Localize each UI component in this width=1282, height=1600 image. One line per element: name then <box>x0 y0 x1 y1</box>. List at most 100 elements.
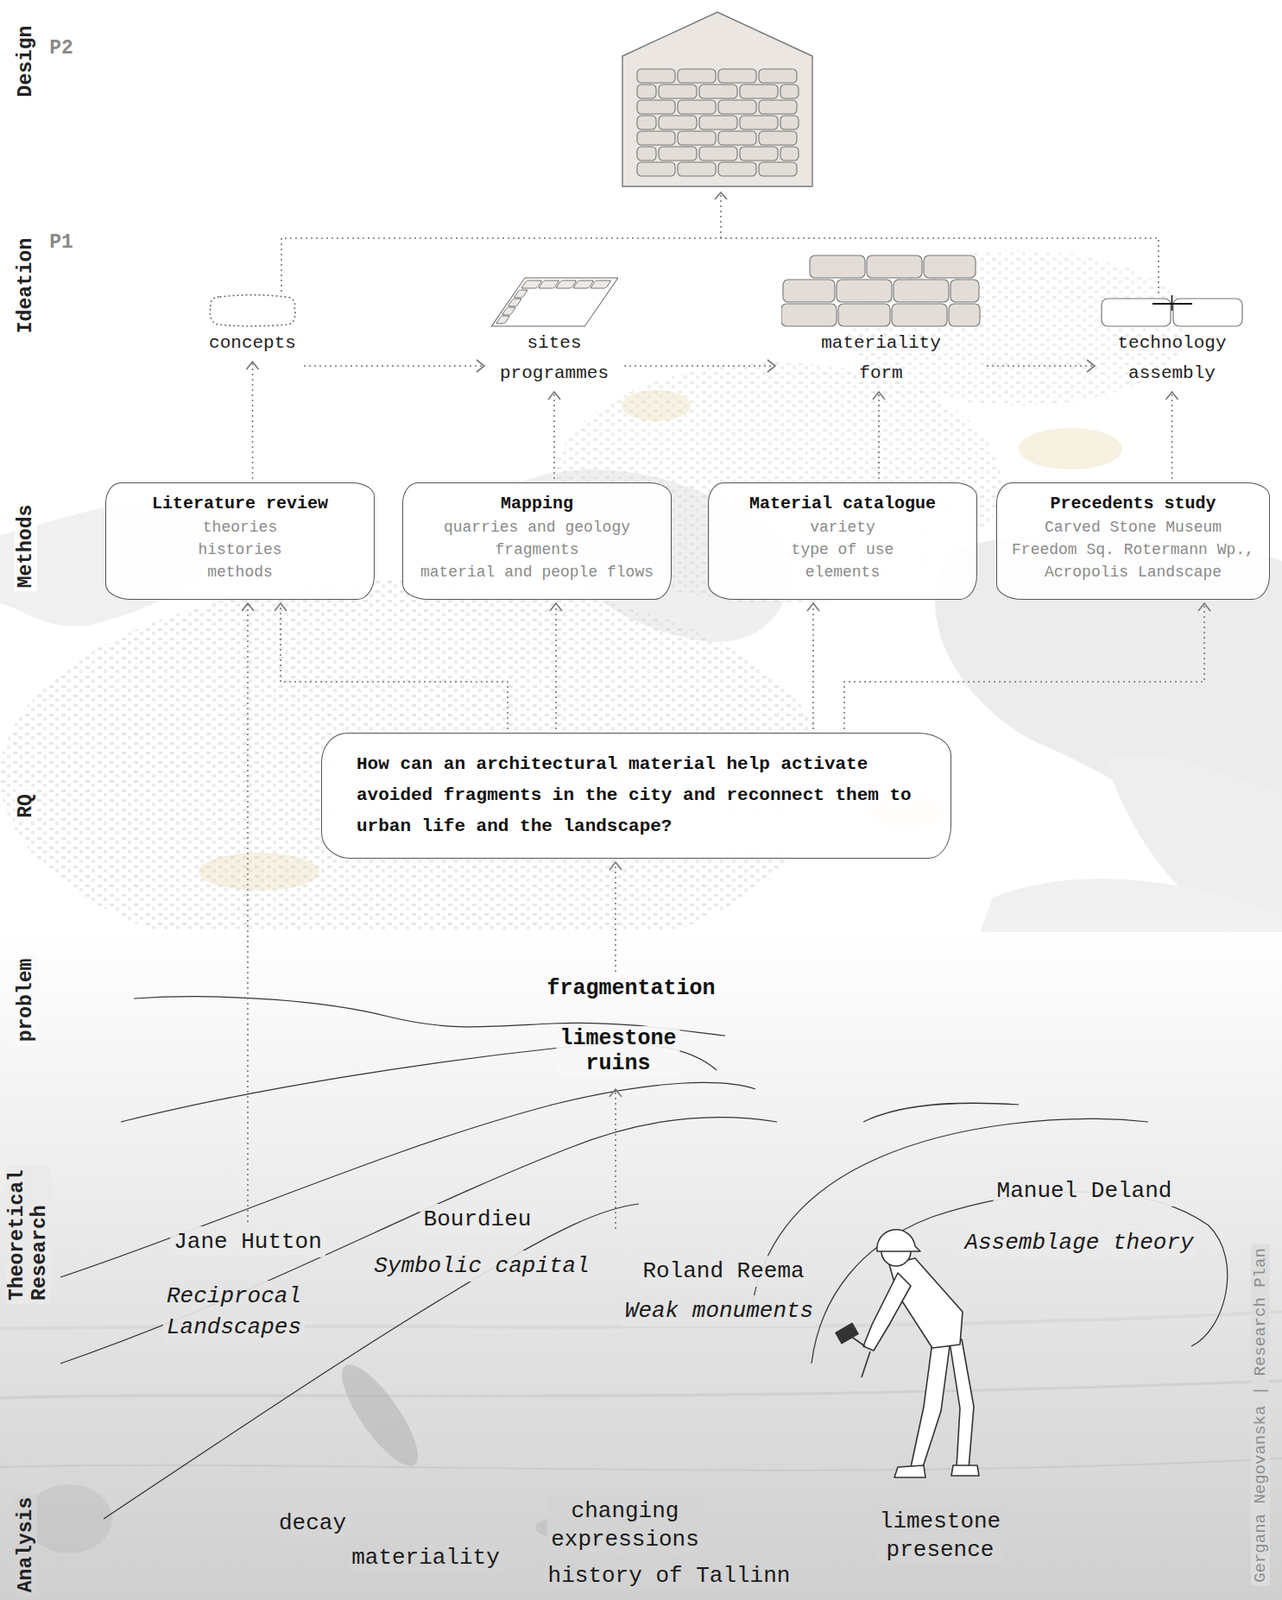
arrowhead <box>246 361 259 370</box>
connector-line <box>877 391 880 480</box>
analysis-topic: decay <box>275 1509 350 1539</box>
stone <box>677 69 716 83</box>
stone <box>513 290 528 298</box>
dotted-connector <box>246 361 259 480</box>
method-heading: Mapping <box>416 492 657 517</box>
connector-line <box>555 603 557 730</box>
connector-line <box>844 603 1205 730</box>
ideation-item: concepts <box>206 253 299 359</box>
stone <box>739 84 778 99</box>
stone <box>495 315 510 324</box>
method-heading: Literature review <box>119 492 360 517</box>
method-heading: Precedents study <box>1010 492 1256 517</box>
method-item: histories <box>119 538 360 562</box>
stage-number: P1 <box>45 231 77 254</box>
arrowhead <box>1198 603 1211 612</box>
connector-line <box>986 365 1095 367</box>
phase-label: Design <box>14 22 38 102</box>
item-label: programmes <box>489 358 619 389</box>
dotted-connector <box>549 603 563 730</box>
site-plan <box>491 277 619 327</box>
layout-arrows <box>241 603 622 1230</box>
arrowhead <box>609 1089 622 1098</box>
method-item: type of use <box>722 538 963 562</box>
dotted-connector <box>303 359 485 373</box>
arrowhead <box>548 391 561 400</box>
arrowhead <box>241 603 254 612</box>
phase-label: problem <box>14 955 38 1047</box>
dotted-connector <box>548 391 561 480</box>
stone <box>718 100 757 114</box>
method-box: Literature reviewtheorieshistoriesmethod… <box>105 482 375 600</box>
method-item: elements <box>722 561 963 584</box>
stone <box>893 279 949 303</box>
method-item: theories <box>119 516 360 539</box>
author-credit: Gergana Negovanska | Research Plan <box>1250 1244 1270 1587</box>
arrowhead <box>609 862 622 871</box>
stone <box>950 279 979 303</box>
stone <box>637 162 676 177</box>
stone <box>758 69 797 83</box>
ideation-item: materialityform <box>780 253 982 389</box>
stone <box>780 115 799 130</box>
city-map <box>0 250 1282 976</box>
arrowhead <box>872 391 885 400</box>
problem-label: limestone ruins <box>555 1026 680 1077</box>
item-label: concepts <box>206 328 299 359</box>
analysis-topic: limestone presence <box>876 1508 1005 1566</box>
stone <box>637 84 657 99</box>
stone <box>780 146 799 161</box>
arrowhead <box>476 359 485 373</box>
stone <box>637 115 657 130</box>
stone <box>637 146 657 161</box>
analysis-topic: changing expressions <box>547 1497 703 1555</box>
question-text: How can an architectural material help a… <box>356 749 916 843</box>
method-item: Freedom Sq. Rotermann Wp., <box>1010 538 1256 562</box>
author-name: Manuel Deland <box>993 1175 1176 1207</box>
stone <box>658 146 697 161</box>
stone <box>866 255 923 278</box>
method-item: Acropolis Landscape <box>1010 561 1256 584</box>
phase-label: Ideation <box>14 234 38 337</box>
stone-texture <box>0 932 1282 1600</box>
research-question-box: How can an architectural material help a… <box>321 732 952 859</box>
connector-line <box>624 365 776 367</box>
method-box: Precedents studyCarved Stone MuseumFreed… <box>996 482 1270 600</box>
stonemason-figure <box>835 1230 979 1478</box>
dotted-connector <box>844 603 1211 730</box>
stone <box>923 255 976 278</box>
method-heading: Material catalogue <box>722 492 963 517</box>
stone <box>1101 298 1171 327</box>
stone <box>658 84 697 99</box>
arrowhead <box>767 359 776 373</box>
theory-name: Reciprocal Landscapes <box>163 1281 305 1344</box>
connector-line <box>553 391 556 480</box>
item-label: technology <box>1099 328 1245 359</box>
joint-pin <box>1171 295 1174 311</box>
stone <box>658 115 697 130</box>
dotted-connector <box>274 603 508 730</box>
problem-arrow <box>614 862 617 973</box>
site-slab <box>491 277 619 327</box>
arrowhead <box>549 603 563 612</box>
method-item: methods <box>119 561 360 584</box>
arrowhead <box>807 603 820 612</box>
stone <box>718 162 757 177</box>
stone <box>677 100 716 114</box>
connector-line <box>303 365 485 367</box>
method-item: fragments <box>416 538 657 562</box>
method-item: material and people flows <box>416 561 657 584</box>
stone <box>739 115 778 130</box>
contour-lines <box>60 997 1228 1520</box>
method-item: Carved Stone Museum <box>1010 516 1256 539</box>
item-label: sites <box>489 328 619 359</box>
concept-cloud <box>209 295 296 327</box>
stone <box>758 100 797 114</box>
author-name: Jane Hutton <box>170 1226 326 1258</box>
method-box: Mappingquarries and geologyfragmentsmate… <box>402 482 672 600</box>
theory-name: Symbolic capital <box>370 1250 594 1282</box>
connector-line <box>812 603 815 730</box>
stone <box>891 303 948 327</box>
stone <box>501 307 516 316</box>
author-name: Roland Reema <box>638 1256 808 1288</box>
